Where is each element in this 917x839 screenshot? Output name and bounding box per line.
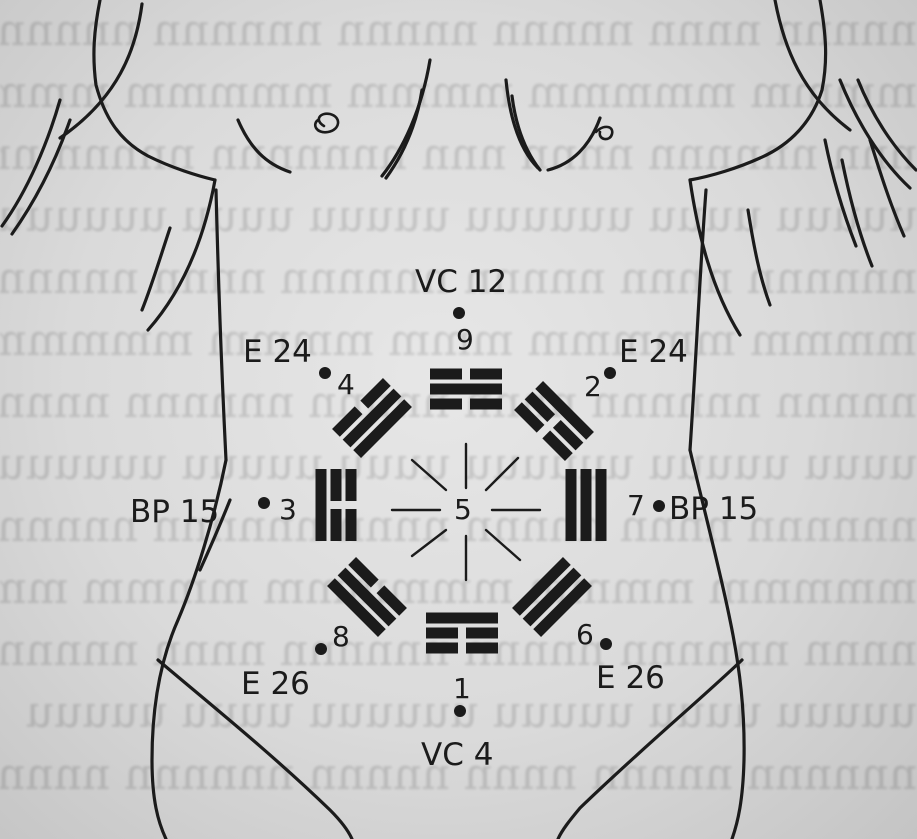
trigram-line-yin-left [466, 643, 498, 654]
trigram-line-yin-left [430, 399, 462, 410]
number-top: 9 [456, 326, 474, 354]
trigram-line-yin-right [346, 469, 357, 501]
number-right: 7 [627, 492, 645, 520]
trigram-line-yin-right [426, 643, 458, 654]
point-label-right: BP 15 [669, 494, 758, 525]
trigram-line-yin-left [466, 628, 498, 639]
point-label-top-right: E 24 [619, 337, 688, 368]
point-dot-right [653, 500, 665, 512]
trigram-right [566, 469, 607, 541]
point-label-top-left: E 24 [243, 337, 312, 368]
trigram-line-yang [426, 613, 498, 624]
point-dot-left [258, 497, 270, 509]
point-dot-bottom-right [600, 638, 612, 650]
point-label-bottom-left: E 26 [241, 669, 310, 700]
trigram-line-yang [430, 384, 502, 395]
trigram-line-yang [566, 469, 577, 541]
point-dot-top-left [319, 367, 331, 379]
point-label-top: VC 12 [415, 267, 507, 298]
number-center: 5 [454, 496, 472, 524]
trigram-top-right [514, 381, 594, 461]
number-bottom-right: 6 [576, 621, 594, 649]
trigram-line-yang [316, 469, 327, 541]
point-dot-top [453, 307, 465, 319]
trigram-line-yin-right [426, 628, 458, 639]
trigram-line-yin-left [346, 509, 357, 541]
number-bottom: 1 [453, 675, 471, 703]
number-top-right: 2 [584, 373, 602, 401]
point-label-left: BP 15 [130, 497, 219, 528]
trigram-bottom [426, 613, 498, 654]
point-dot-top-right [604, 367, 616, 379]
trigram-line-yang [596, 469, 607, 541]
number-top-left: 4 [337, 371, 355, 399]
point-dot-bottom-left [315, 643, 327, 655]
number-left: 3 [279, 496, 297, 524]
trigram-line-yin-left [331, 509, 342, 541]
trigram-line-yin-right [470, 399, 502, 410]
trigram-top [430, 369, 502, 410]
trigram-left [316, 469, 357, 541]
point-label-bottom: VC 4 [421, 740, 493, 771]
trigram-line-yang [581, 469, 592, 541]
trigram-line-yin-right [331, 469, 342, 501]
trigram-line-yin-right [470, 369, 502, 380]
point-label-bottom-right: E 26 [596, 663, 665, 694]
point-dot-bottom [454, 705, 466, 717]
number-bottom-left: 8 [332, 623, 350, 651]
trigram-line-yin-left [430, 369, 462, 380]
